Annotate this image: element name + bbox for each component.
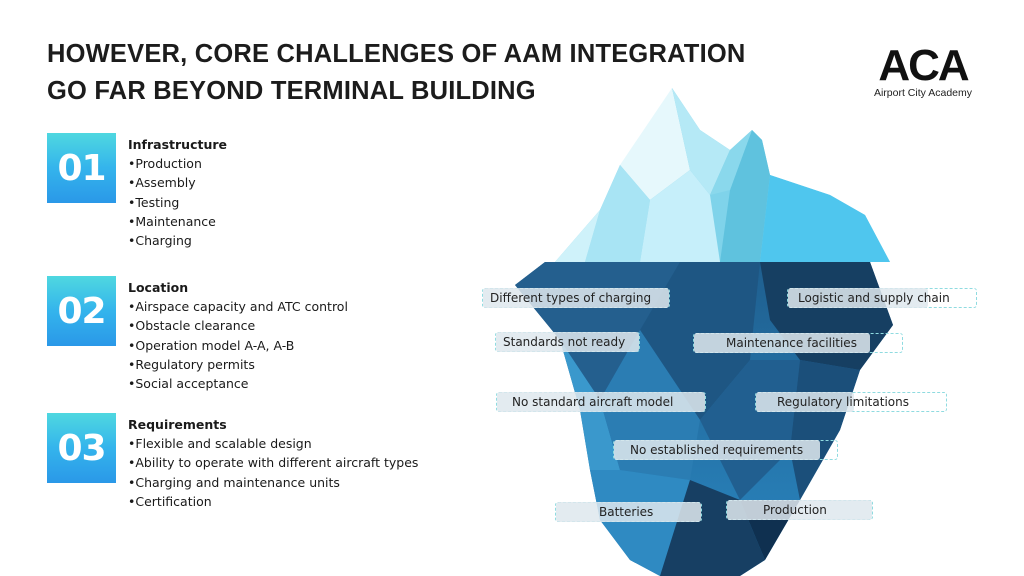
list-item: •Charging and maintenance units xyxy=(128,474,340,490)
logo-name: Airport City Academy xyxy=(873,87,973,99)
section-heading: Requirements xyxy=(128,417,227,432)
list-item: •Ability to operate with different aircr… xyxy=(128,455,419,471)
iceberg-tag: No established requirements xyxy=(613,440,838,460)
iceberg-tag: Maintenance facilities xyxy=(693,333,903,353)
section-heading: Infrastructure xyxy=(128,137,227,152)
iceberg-tag: Regulatory limitations xyxy=(755,392,947,412)
list-item: •Flexible and scalable design xyxy=(128,436,312,451)
section-heading: Location xyxy=(128,280,189,295)
list-item: •Airspace capacity and ATC control xyxy=(128,299,348,314)
list-item: •Operation model A-A, A-B xyxy=(128,337,295,353)
iceberg-tag: Production xyxy=(726,500,873,520)
slide-title-line-2: GO FAR BEYOND TERMINAL BUILDING xyxy=(47,77,536,105)
iceberg-tag: Logistic and supply chain xyxy=(787,288,977,308)
iceberg-underwater xyxy=(515,262,893,576)
iceberg-tag: No standard aircraft model xyxy=(496,392,706,412)
section-number-badge: 02 xyxy=(47,276,116,346)
aca-logo: ACA Airport City Academy xyxy=(868,41,978,100)
list-item: •Obstacle clearance xyxy=(128,318,256,334)
list-item: •Regulatory permits xyxy=(128,356,255,372)
list-item: •Social acceptance xyxy=(128,376,249,392)
iceberg-tag: Batteries xyxy=(555,502,702,522)
list-item: •Charging xyxy=(128,233,192,249)
slide-title: HOWEVER, CORE CHALLENGES OF AAM INTEGRAT… xyxy=(47,36,746,110)
section-number-badge: 03 xyxy=(47,413,116,483)
iceberg-tip xyxy=(555,88,890,262)
iceberg-tag: Standards not ready xyxy=(495,332,640,352)
list-item: •Certification xyxy=(128,493,212,509)
list-item: •Assembly xyxy=(128,175,196,191)
slide-title-line-1: HOWEVER, CORE CHALLENGES OF AAM INTEGRAT… xyxy=(47,40,746,68)
list-item: •Maintenance xyxy=(128,213,216,229)
section-number-badge: 01 xyxy=(47,133,116,203)
logo-mark: ACA xyxy=(878,41,969,90)
list-item: •Production xyxy=(128,156,202,171)
iceberg-tag: Different types of charging xyxy=(482,288,670,308)
list-item: •Testing xyxy=(128,194,180,210)
